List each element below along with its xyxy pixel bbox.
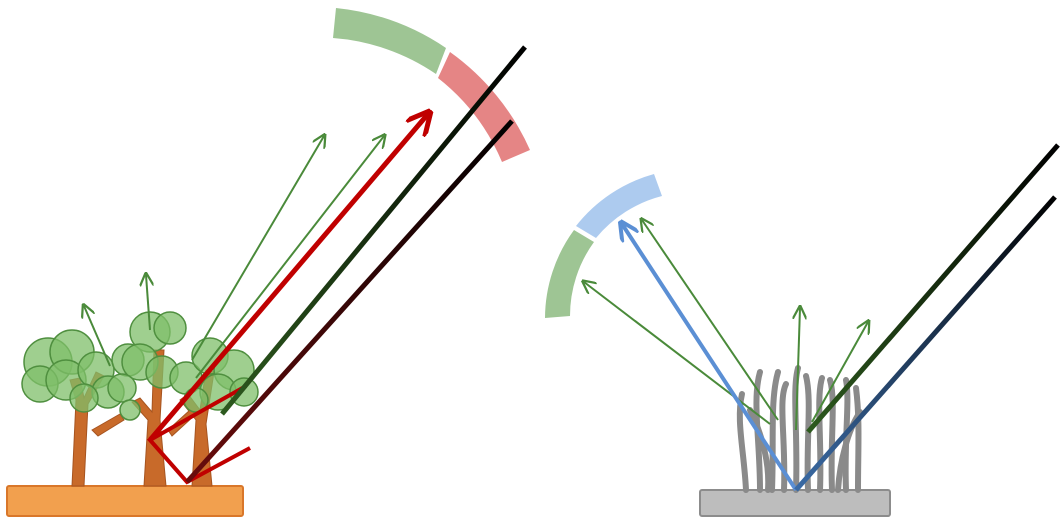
green-scatter-arc-right bbox=[545, 230, 594, 318]
forest-panel bbox=[7, 8, 530, 516]
forest-red-reflected-arrow bbox=[150, 114, 428, 440]
grass-blue-reflected-arrow bbox=[622, 224, 796, 490]
grass-panel bbox=[545, 145, 1058, 516]
grass-scatter-arrow-1 bbox=[584, 282, 770, 424]
scatter-arrow-4 bbox=[196, 136, 384, 378]
grass-scatter-arrow-2 bbox=[642, 220, 778, 420]
green-scatter-arc bbox=[333, 8, 446, 74]
forest-incoming-red-line bbox=[187, 121, 512, 482]
scatter-arrow-3 bbox=[192, 136, 324, 360]
grass-green-scatter-arrows bbox=[584, 220, 868, 430]
blue-scatter-arc bbox=[576, 174, 662, 238]
grass-incoming-blue-line bbox=[796, 197, 1055, 490]
red-scatter-arc bbox=[438, 52, 530, 162]
grass-incoming-green-line bbox=[808, 145, 1058, 432]
gray-ground-block bbox=[700, 490, 890, 516]
orange-ground-block bbox=[7, 486, 243, 516]
